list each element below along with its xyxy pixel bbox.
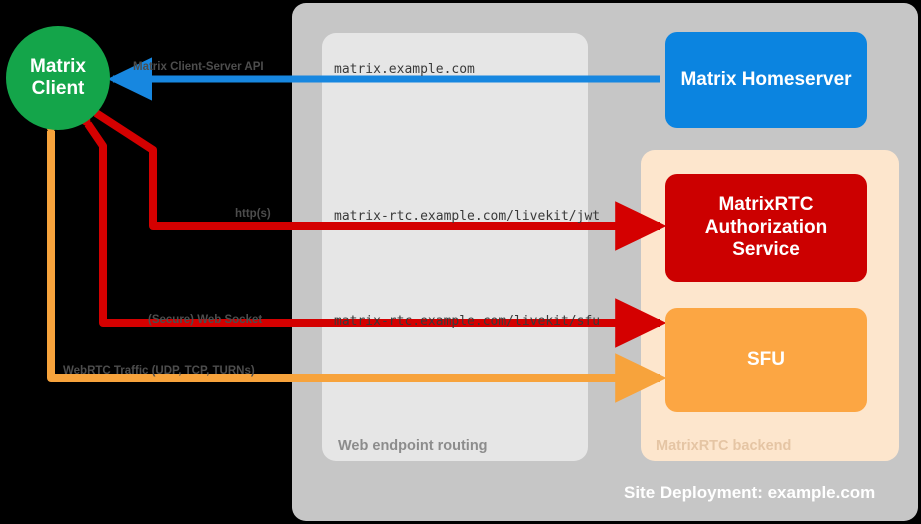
- node-matrix-client[interactable]: Matrix Client: [6, 26, 110, 130]
- node-matrix-client-line2: Client: [31, 78, 85, 99]
- node-rtc-auth-service-line3: Service: [732, 239, 800, 261]
- edge-label-web-socket: (Secure) Web Socket: [148, 314, 263, 326]
- edge-label-client-server-api: Matrix Client-Server API: [133, 61, 264, 73]
- node-sfu[interactable]: SFU: [665, 308, 867, 412]
- node-rtc-auth-service[interactable]: MatrixRTC Authorization Service: [665, 174, 867, 282]
- node-matrix-homeserver-label: Matrix Homeserver: [680, 68, 852, 90]
- node-rtc-auth-service-line1: MatrixRTC: [718, 194, 814, 216]
- caption-matrixrtc-backend: MatrixRTC backend: [656, 438, 792, 454]
- url-label-livekit-jwt: matrix-rtc.example.com/livekit/jwt: [334, 209, 601, 224]
- edge-label-http: http(s): [235, 208, 271, 220]
- node-matrix-homeserver[interactable]: Matrix Homeserver: [665, 32, 867, 128]
- url-label-livekit-sfu: matrix-rtc.example.com/livekit/sfu: [334, 314, 601, 329]
- node-sfu-label: SFU: [747, 348, 785, 370]
- edge-label-webrtc-traffic: WebRTC Traffic (UDP, TCP, TURNs): [63, 365, 255, 377]
- node-matrix-client-line1: Matrix: [30, 55, 86, 77]
- caption-web-endpoint-routing: Web endpoint routing: [338, 438, 488, 454]
- url-label-matrix-example-com: matrix.example.com: [334, 62, 475, 77]
- node-rtc-auth-service-line2: Authorization: [704, 216, 828, 238]
- caption-site-deployment: Site Deployment: example.com: [624, 483, 876, 502]
